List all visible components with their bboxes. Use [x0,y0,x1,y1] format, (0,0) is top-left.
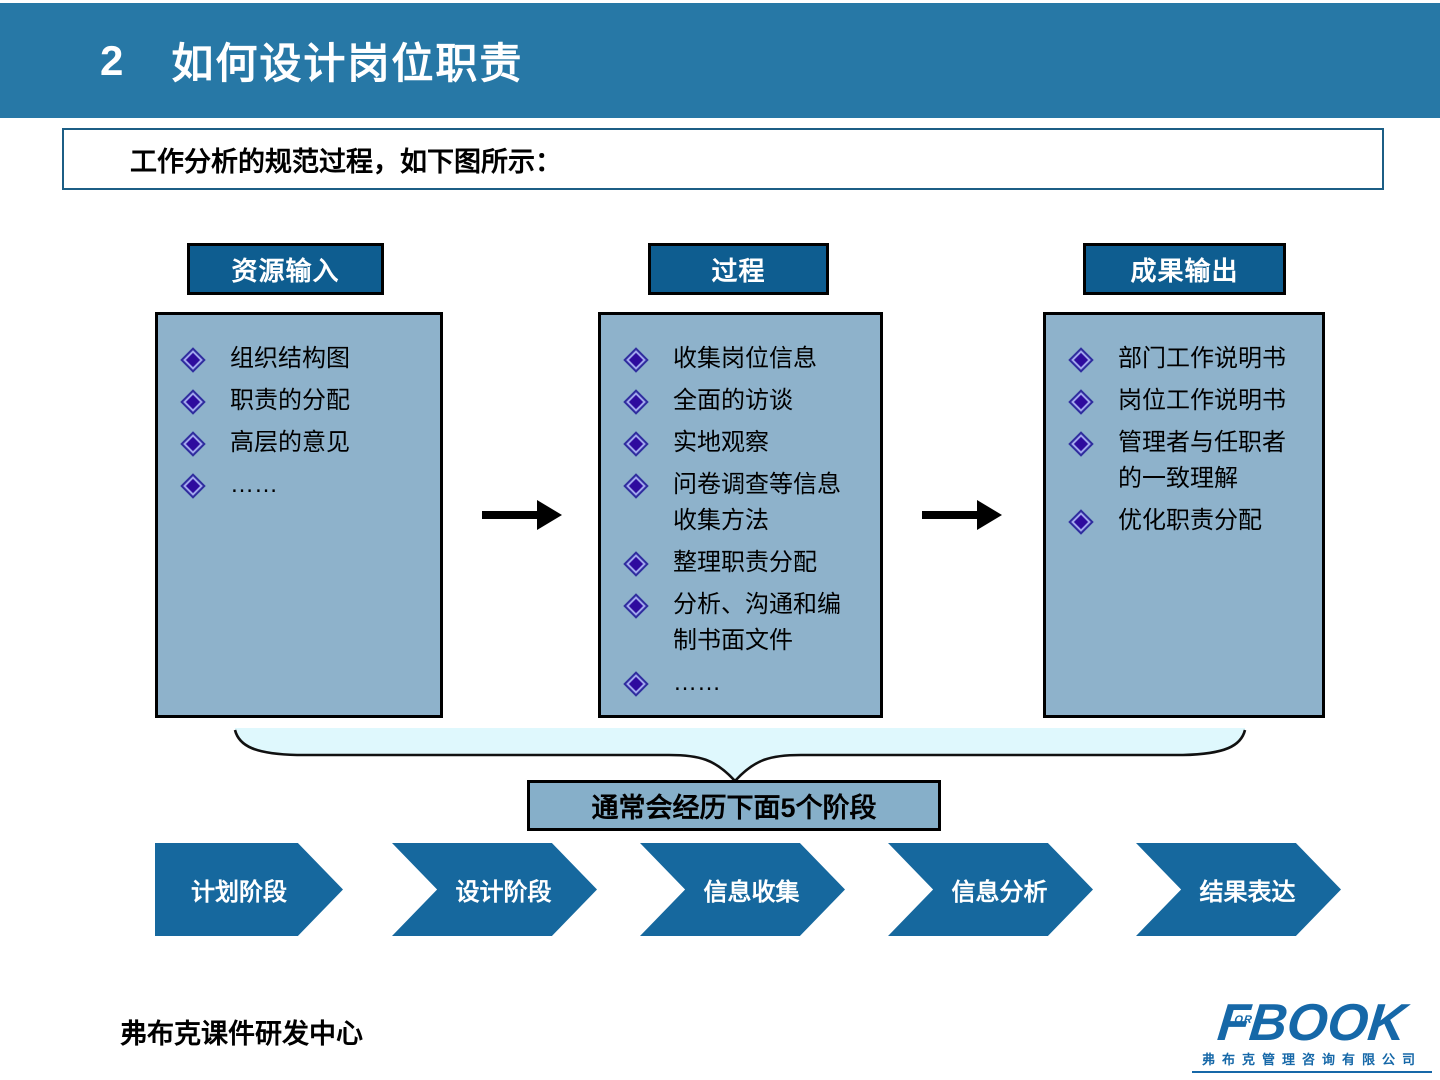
diamond-bullet-icon [626,350,646,370]
list-item-text: 管理者与任职者的一致理解 [1118,429,1286,492]
diamond-bullet-icon [183,392,203,412]
diamond-bullet-icon [626,392,646,412]
stage-note-box: 通常会经历下面5个阶段 [527,780,941,831]
forbook-logo: FBOOK OR 弗布克管理咨询有限公司 [1192,994,1432,1073]
list-item-text: …… [230,471,278,498]
stage-arrow-design: 设计阶段 [392,843,597,936]
list-item-text: 整理职责分配 [673,549,817,576]
column-header-process: 过程 [648,243,829,295]
column-body-process: 收集岗位信息 全面的访谈 实地观察 问卷调查等信息收集方法 整理职责分配 分析、… [598,312,883,718]
slide-title: 如何设计岗位职责 [171,40,524,87]
list-item: 收集岗位信息 [625,341,862,377]
diamond-bullet-icon [1071,434,1091,454]
list-item: 管理者与任职者的一致理解 [1070,425,1304,497]
subtitle-text: 工作分析的规范过程，如下图所示： [130,146,562,177]
column-header-input: 资源输入 [187,243,384,295]
list-item: 岗位工作说明书 [1070,383,1304,419]
stage-arrow-analyze: 信息分析 [888,843,1093,936]
list-item: 整理职责分配 [625,545,862,581]
list-item-text: 问卷调查等信息收集方法 [673,471,841,534]
list-item-text: 实地观察 [673,429,769,456]
diamond-bullet-icon [626,434,646,454]
list-item: 优化职责分配 [1070,503,1304,539]
list-item: 全面的访谈 [625,383,862,419]
list-item-text: 高层的意见 [230,429,350,456]
list-item: 职责的分配 [182,383,422,419]
diamond-bullet-icon [626,554,646,574]
diamond-bullet-icon [1071,350,1091,370]
list-item: 高层的意见 [182,425,422,461]
list-item-text: 部门工作说明书 [1118,345,1286,372]
subtitle-box: 工作分析的规范过程，如下图所示： [62,128,1384,190]
list-item-text: 收集岗位信息 [673,345,817,372]
list-item-text: 优化职责分配 [1118,507,1262,534]
footer-credit: 弗布克课件研发中心 [120,1019,363,1049]
right-arrow-icon [922,500,1002,530]
list-item-text: 全面的访谈 [673,387,793,414]
list-item: 部门工作说明书 [1070,341,1304,377]
diamond-bullet-icon [183,476,203,496]
slide-number: 2 [100,36,126,84]
diamond-bullet-icon [626,596,646,616]
list-item: …… [625,665,862,701]
stage-arrow-collect: 信息收集 [640,843,845,936]
logo-wordmark: FBOOK OR [1215,994,1409,1052]
diamond-bullet-icon [1071,512,1091,532]
list-item-text: …… [673,669,721,696]
column-body-output: 部门工作说明书 岗位工作说明书 管理者与任职者的一致理解 优化职责分配 [1043,312,1325,718]
diamond-bullet-icon [626,476,646,496]
stage-arrow-present: 结果表达 [1136,843,1341,936]
right-arrow-icon [482,500,562,530]
diamond-bullet-icon [183,350,203,370]
list-item: 实地观察 [625,425,862,461]
list-item: 问卷调查等信息收集方法 [625,467,862,539]
list-item-text: 岗位工作说明书 [1118,387,1286,414]
list-item: 组织结构图 [182,341,422,377]
list-item-text: 职责的分配 [230,387,350,414]
list-item: 分析、沟通和编制书面文件 [625,587,862,659]
curly-brace-down-icon [233,728,1247,783]
list-item: …… [182,467,422,503]
column-body-input: 组织结构图 职责的分配 高层的意见 …… [155,312,443,718]
column-header-output: 成果输出 [1083,243,1286,295]
stage-arrow-plan: 计划阶段 [155,843,343,936]
diamond-bullet-icon [626,674,646,694]
list-item-text: 组织结构图 [230,345,350,372]
slide-title-bar: 2 如何设计岗位职责 [0,3,1440,118]
diamond-bullet-icon [183,434,203,454]
diamond-bullet-icon [1071,392,1091,412]
list-item-text: 分析、沟通和编制书面文件 [673,591,841,654]
logo-company-name: 弗布克管理咨询有限公司 [1192,1049,1432,1073]
